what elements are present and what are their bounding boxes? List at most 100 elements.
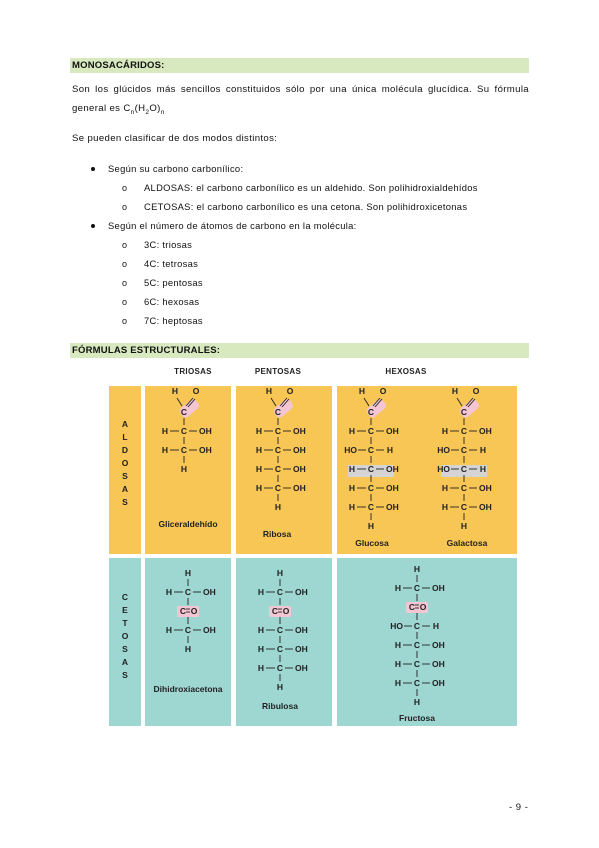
atom-o: O xyxy=(287,386,294,396)
column-header: TRIOSAS xyxy=(174,367,212,376)
atom-c: C xyxy=(368,483,374,493)
atom-h: H xyxy=(480,445,486,455)
atom-oh: OH xyxy=(432,659,445,669)
formula-sub-n: n xyxy=(130,108,135,116)
subitem-text: 6C: hexosas xyxy=(144,296,200,307)
intro-text-1: Son los glúcidos más sencillos constitui… xyxy=(72,84,529,95)
bond-line xyxy=(176,397,183,407)
atom-c: C xyxy=(277,663,283,673)
atom-c: C xyxy=(185,625,191,635)
atom-oh: OH xyxy=(479,483,492,493)
stereo-highlight xyxy=(348,465,394,477)
row-label-letter: L xyxy=(122,432,127,442)
atom-oh: OH xyxy=(295,587,308,597)
subitem-7c: o 7C: heptosas xyxy=(122,314,203,328)
bullet-label: Según su carbono carbonílico: xyxy=(108,163,244,174)
atom-h: H xyxy=(256,483,262,493)
atom-c: C xyxy=(414,640,420,650)
sub-bullet-marker: o xyxy=(122,259,128,269)
atom-h: H xyxy=(359,386,365,396)
molecule-name-glucosa: Glucosa xyxy=(355,538,389,548)
row-label-letter: C xyxy=(122,592,128,602)
bond-line xyxy=(185,397,194,407)
bond-line xyxy=(281,398,290,408)
ketose-label-panel xyxy=(109,558,141,726)
subitem-5c: o 5C: pentosas xyxy=(122,276,203,290)
molecule-name-ribosa: Ribosa xyxy=(263,529,292,539)
bond-line xyxy=(467,398,476,408)
subitem-text: 4C: tetrosas xyxy=(144,258,199,269)
bullet-carbono: Según su carbono carbonílico: xyxy=(91,162,244,176)
atom-h: H xyxy=(162,445,168,455)
sub-bullet-marker: o xyxy=(122,278,128,288)
atom-h: H xyxy=(172,386,178,396)
atom-h: H xyxy=(277,568,283,578)
atom-c: C xyxy=(461,464,467,474)
atom-c: C xyxy=(368,502,374,512)
subitem-6c: o 6C: hexosas xyxy=(122,295,200,309)
atom-h: H xyxy=(442,426,448,436)
atom-h: H xyxy=(461,521,467,531)
carbonyl-highlight-group xyxy=(459,399,479,418)
atom-h: H xyxy=(480,464,486,474)
atom-c: C xyxy=(275,445,281,455)
atom-h: H xyxy=(442,483,448,493)
ketose-hexosa-panel xyxy=(337,558,517,726)
carbonyl-highlight xyxy=(273,399,293,418)
atom-h: H xyxy=(349,464,355,474)
atom-h: H xyxy=(258,663,264,673)
bond-line xyxy=(270,397,277,407)
atom-ho: HO xyxy=(437,464,450,474)
column-header: PENTOSAS xyxy=(255,367,302,376)
molecule-name-galactosa: Galactosa xyxy=(447,538,488,548)
atom-c: C xyxy=(180,606,186,616)
row-label-letter: A xyxy=(122,657,128,667)
molecule-name-ribulosa: Ribulosa xyxy=(262,701,298,711)
atom-oh: OH xyxy=(199,426,212,436)
atom-h: H xyxy=(414,697,420,707)
section-heading-monosacaridos: MONOSACÁRIDOS: xyxy=(70,58,529,73)
atom-oh: OH xyxy=(295,625,308,635)
bullet-numero-carbonos: Según el número de átomos de carbono en … xyxy=(91,219,357,233)
row-label-letter: E xyxy=(122,605,128,615)
atom-c: C xyxy=(414,659,420,669)
atom-h: H xyxy=(258,625,264,635)
atom-c: C xyxy=(461,426,467,436)
formula-sub-n2: n xyxy=(160,108,165,116)
carbonyl-highlight xyxy=(179,399,199,418)
atom-h: H xyxy=(185,644,191,654)
atom-c: C xyxy=(275,464,281,474)
sub-bullet-marker: o xyxy=(122,183,128,193)
subitem-text: CETOSAS: el carbono carbonílico es una c… xyxy=(144,201,468,212)
atom-c: C xyxy=(272,606,278,616)
atom-o: O xyxy=(193,386,200,396)
atom-h: H xyxy=(185,568,191,578)
bond-line xyxy=(363,397,370,407)
formula-sub-2: 2 xyxy=(145,108,150,116)
atom-c: C xyxy=(461,407,467,417)
atom-c: C xyxy=(368,407,374,417)
atom-c: C xyxy=(461,502,467,512)
atom-h: H xyxy=(258,587,264,597)
section-heading-formulas: FÓRMULAS ESTRUCTURALES: xyxy=(70,343,529,358)
row-label-letter: T xyxy=(122,618,128,628)
sub-bullet-marker: o xyxy=(122,316,128,326)
classify-sentence: Se pueden clasificar de dos modos distin… xyxy=(72,129,529,148)
atom-c: C xyxy=(368,464,374,474)
subitem-text: 7C: heptosas xyxy=(144,315,203,326)
bullet-dot xyxy=(91,224,95,228)
intro-line-1: Son los glúcidos más sencillos constitui… xyxy=(72,80,529,99)
row-label-letter: O xyxy=(122,458,129,468)
atom-oh: OH xyxy=(479,502,492,512)
row-label-letter: A xyxy=(122,484,128,494)
sub-bullet-marker: o xyxy=(122,202,128,212)
atom-oh: OH xyxy=(293,464,306,474)
atom-oh: OH xyxy=(293,445,306,455)
molecule-name-fructosa: Fructosa xyxy=(399,713,435,723)
atom-oh: OH xyxy=(199,445,212,455)
bond-line xyxy=(279,397,288,407)
atom-oh: OH xyxy=(295,644,308,654)
atom-h: H xyxy=(162,426,168,436)
row-label-letter: A xyxy=(122,419,128,429)
